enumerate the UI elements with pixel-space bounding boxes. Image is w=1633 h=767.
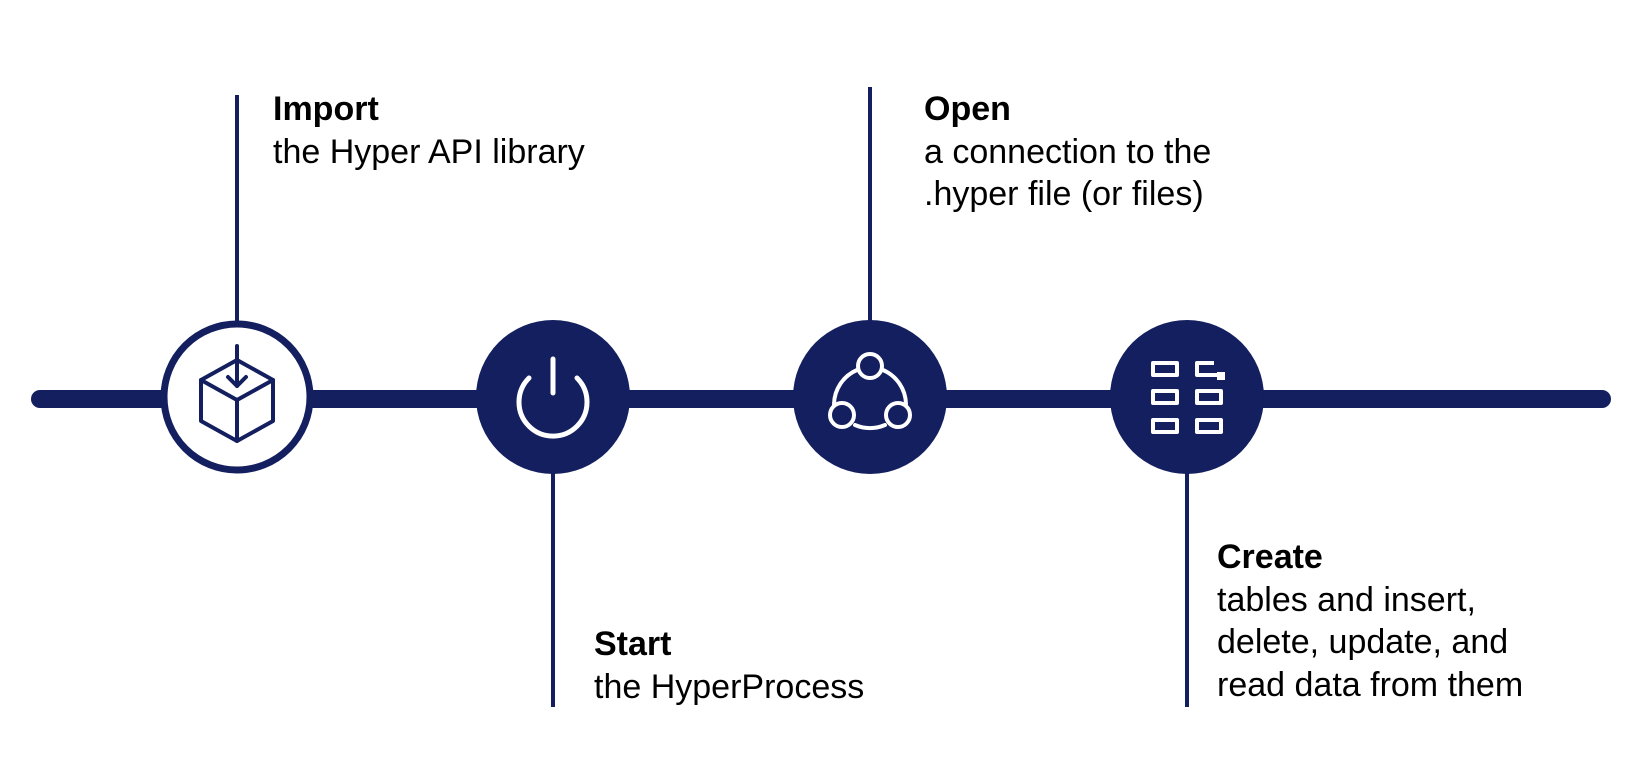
connection-network-icon (828, 352, 912, 431)
step-description: tables and insert, delete, update, and r… (1217, 580, 1524, 704)
step-description: the HyperProcess (594, 667, 865, 706)
step-title: Create (1217, 538, 1323, 576)
package-download-icon (199, 344, 275, 443)
step-create-text: Create tables and insert, delete, update… (1217, 536, 1523, 706)
table-grid-icon (1151, 361, 1225, 434)
step-import-node (160, 320, 314, 474)
power-icon (516, 356, 590, 439)
step-import-text: Import the Hyper API library (273, 88, 585, 173)
step-start-text: Start the HyperProcess (594, 623, 864, 708)
step-start-node (476, 320, 630, 474)
step-open-node (793, 320, 947, 474)
step-title: Start (594, 625, 672, 663)
step-create-node (1110, 320, 1264, 474)
step-description: a connection to the .hyper file (or file… (924, 132, 1212, 214)
step-open-text: Open a connection to the .hyper file (or… (924, 88, 1211, 216)
step-description: the Hyper API library (273, 132, 585, 171)
step-title: Import (273, 90, 379, 128)
step-title: Open (924, 90, 1011, 128)
